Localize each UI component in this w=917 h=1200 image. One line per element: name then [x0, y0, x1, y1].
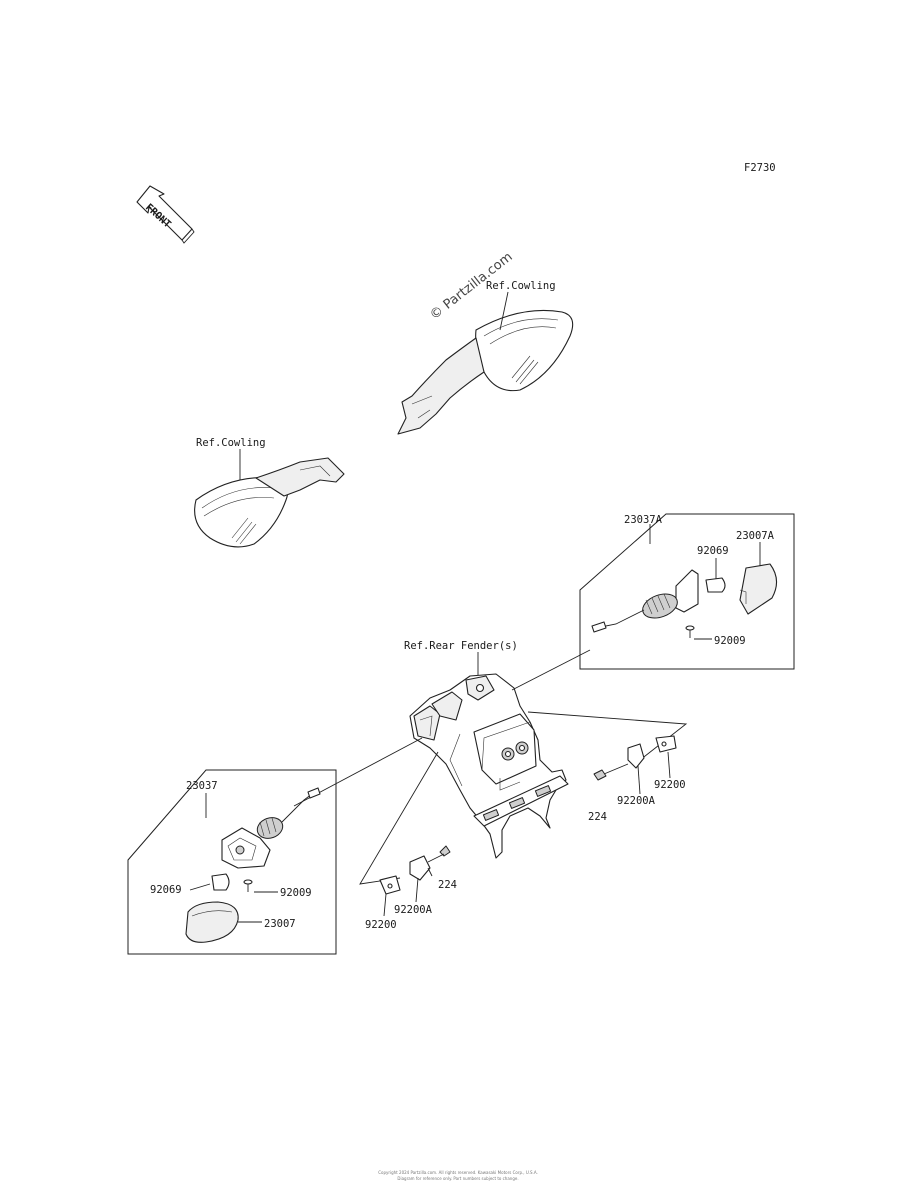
right-bracket-set[interactable]: [593, 735, 677, 781]
part-92009-left[interactable]: 92009: [280, 887, 312, 899]
figure-code: F2730: [744, 162, 776, 174]
part-92069-right[interactable]: 92069: [697, 545, 729, 557]
right-turn-signal-box: [579, 513, 795, 670]
footer-line-2: Diagram for reference only. Part numbers…: [397, 1176, 518, 1181]
left-turn-signal-box: [127, 769, 337, 955]
ref-cowling-right-label: Ref.Cowling: [486, 280, 556, 292]
ref-cowling-left-label: Ref.Cowling: [196, 437, 266, 449]
part-224-left[interactable]: 224: [438, 879, 457, 891]
part-92200A-right[interactable]: 92200A: [617, 795, 656, 807]
left-mirror[interactable]: [194, 457, 345, 548]
part-92200-left[interactable]: 92200: [365, 919, 397, 931]
part-23037[interactable]: 23037: [186, 780, 218, 792]
left-turn-signal[interactable]: [185, 787, 321, 943]
left-bracket-set[interactable]: [379, 845, 451, 895]
part-92009-right[interactable]: 92009: [714, 635, 746, 647]
right-turn-signal[interactable]: [591, 563, 778, 638]
part-23037A[interactable]: 23037A: [624, 514, 663, 526]
right-mirror[interactable]: [397, 309, 574, 435]
part-92200-right[interactable]: 92200: [654, 779, 686, 791]
front-arrow-icon: FRONT: [136, 185, 195, 244]
part-23007A[interactable]: 23007A: [736, 530, 775, 542]
part-92069-left[interactable]: 92069: [150, 884, 182, 896]
part-23007[interactable]: 23007: [264, 918, 296, 930]
part-92200A-left[interactable]: 92200A: [394, 904, 433, 916]
footer-line-1: Copyright 2024 Partzilla.com. All rights…: [378, 1170, 538, 1175]
ref-rear-fender-label: Ref.Rear Fender(s): [404, 640, 518, 652]
part-224-right[interactable]: 224: [588, 811, 607, 823]
rear-fender[interactable]: [409, 673, 569, 859]
